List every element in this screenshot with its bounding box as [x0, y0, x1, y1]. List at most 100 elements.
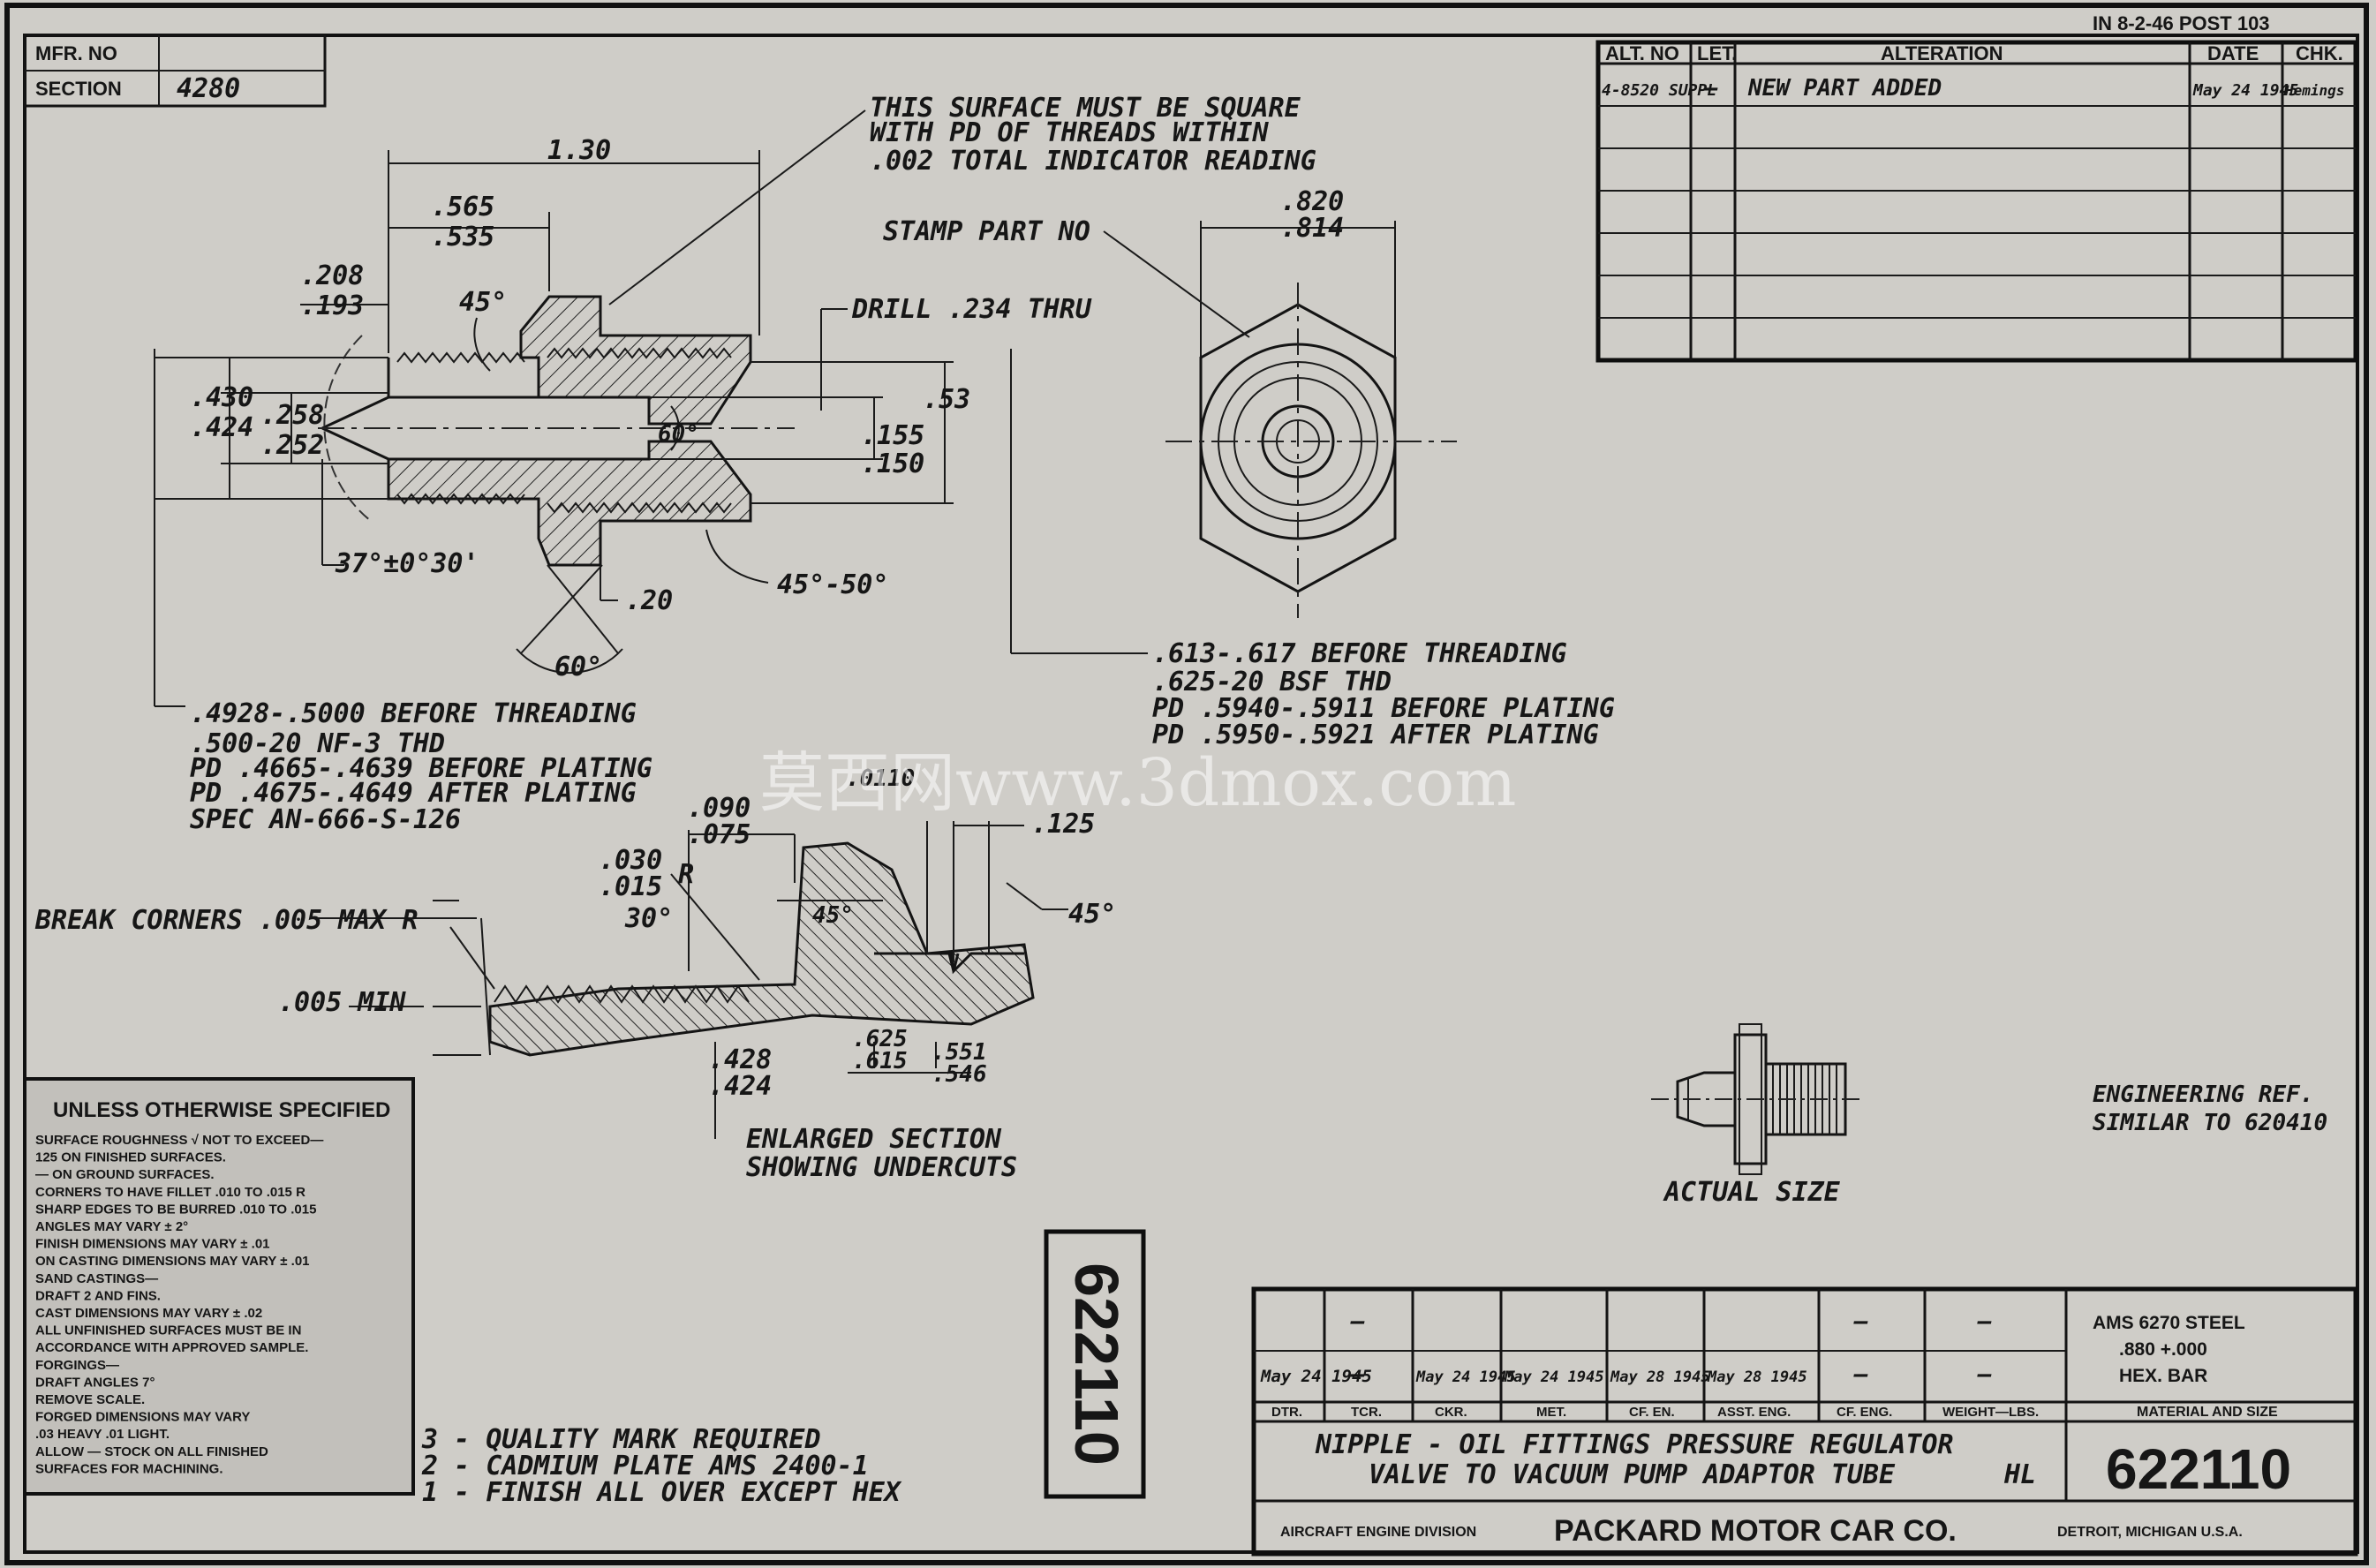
note-min: .005 MIN [278, 987, 406, 1018]
alt-row-alteration: NEW PART ADDED [1747, 75, 1942, 102]
spec-line: FORGINGS— [35, 1358, 119, 1373]
dim-45-right: 45° [1068, 899, 1116, 930]
dim-193: .193 [300, 290, 364, 321]
section-label: SECTION [35, 78, 122, 100]
spec-line: SURFACES FOR MACHINING. [35, 1461, 223, 1476]
side-number-box: 622110 [1044, 1229, 1146, 1499]
dim-090: .090 [687, 793, 751, 824]
role-weight: WEIGHT—LBS. [1942, 1405, 2039, 1420]
dim-60-cone: 60° [658, 421, 699, 448]
dim-258: .258 [260, 400, 324, 431]
dim-615: .615 [852, 1048, 908, 1074]
sig-weight: — [1977, 1361, 1992, 1388]
dim-546: .546 [932, 1061, 987, 1088]
spec-line: ON CASTING DIMENSIONS MAY VARY ± .01 [35, 1254, 310, 1269]
section-lower [387, 440, 752, 567]
role-dtr: DTR. [1271, 1405, 1302, 1420]
dim-53: .53 [923, 384, 970, 415]
alt-row-let: — [1703, 75, 1718, 102]
enlarged-section: .090 .075 .0110 .125 .030 .015 R 30° 45°… [34, 765, 1116, 1183]
alt-header-alteration: ALTERATION [1881, 42, 2003, 64]
mfr-label: MFR. NO [35, 42, 117, 64]
spec-line: REMOVE SCALE. [35, 1392, 145, 1407]
dim-45-50: 45°-50° [777, 569, 888, 600]
dim-551: .551 [932, 1039, 987, 1066]
alteration-table: ALT. NO LET. ALTERATION DATE CHK. 4-8520… [1595, 40, 2358, 363]
spec-line: FORGED DIMENSIONS MAY VARY [35, 1410, 250, 1425]
sig-ckr: May 24 1945 [1415, 1368, 1516, 1386]
thread-left-1: .4928-.5000 BEFORE THREADING [190, 698, 637, 729]
dim-015: .015 [599, 871, 662, 902]
main-dimensions [154, 109, 1148, 707]
spec-line: ALL UNFINISHED SURFACES MUST BE IN [35, 1323, 301, 1338]
sig-met: May 24 1945 [1504, 1368, 1604, 1386]
spec-line: SAND CASTINGS— [35, 1271, 158, 1286]
note-drill: DRILL .234 THRU [851, 294, 1092, 325]
division: AIRCRAFT ENGINE DIVISION [1280, 1525, 1476, 1540]
dim-814: .814 [1280, 213, 1344, 244]
spec-line: ACCORDANCE WITH APPROVED SAMPLE. [35, 1340, 308, 1355]
spec-line: ALLOW — STOCK ON ALL FINISHED [35, 1444, 268, 1459]
inner-border [23, 34, 2359, 1554]
initials: HL [2003, 1459, 2036, 1490]
dim-155: .155 [861, 420, 924, 451]
hex-end-view: .820 .814 STAMP PART NO [883, 186, 1457, 618]
dim-208: .208 [300, 260, 364, 291]
spec-line: SURFACE ROUGHNESS √ NOT TO EXCEED— [35, 1133, 323, 1148]
dim-60-tip: 60° [554, 652, 602, 682]
note-break-corners: BREAK CORNERS .005 MAX R [34, 905, 418, 936]
nipple-section-view [318, 295, 795, 675]
top-right-stamp: IN 8-2-46 POST 103 [2093, 12, 2270, 34]
dash-cell-2: — [1853, 1308, 1868, 1335]
role-tcr: TCR. [1351, 1405, 1382, 1420]
outer-border [4, 3, 2369, 1565]
note-actual-size: ACTUAL SIZE [1663, 1177, 1841, 1208]
alt-row-date: May 24 1945 [2192, 81, 2298, 100]
dim-1-30: 1.30 [547, 135, 611, 166]
dim-535: .535 [431, 222, 494, 253]
thread-left-2: .500-20 NF-3 THD [190, 728, 445, 759]
thread-right-3: PD .5940-.5911 BEFORE PLATING [1152, 693, 1615, 724]
dim-430: .430 [190, 382, 253, 413]
spec-line: CORNERS TO HAVE FILLET .010 TO .015 R [35, 1185, 305, 1200]
dim-45-chamfer: 45° [459, 287, 507, 318]
role-ckr: CKR. [1435, 1405, 1467, 1420]
role-met: MET. [1536, 1405, 1566, 1420]
sig-tcr: — [1350, 1361, 1365, 1388]
spec-line: DRAFT 2 AND FINS. [35, 1288, 161, 1303]
dim-625: .625 [852, 1026, 908, 1052]
spec-line: CAST DIMENSIONS MAY VARY ± .02 [35, 1306, 262, 1321]
note-square-1: THIS SURFACE MUST BE SQUARE [870, 93, 1301, 124]
thread-right-4: PD .5950-.5921 AFTER PLATING [1152, 720, 1599, 750]
dim-075: .075 [687, 819, 751, 850]
eng-ref-1: ENGINEERING REF. [2093, 1082, 2313, 1108]
dim-252: .252 [260, 430, 324, 461]
alt-header-no: ALT. NO [1605, 42, 1679, 64]
alt-header-date: DATE [2207, 42, 2259, 64]
alt-header-chk: CHK. [2296, 42, 2343, 64]
main-view-labels: 1.30 .565 .535 .208 .193 45° .430 .424 .… [190, 93, 1615, 835]
note-enlarged-1: ENLARGED SECTION [746, 1124, 1002, 1155]
spec-line: ANGLES MAY VARY ± 2° [35, 1219, 188, 1234]
note-square-3: .002 TOTAL INDICATOR READING [870, 146, 1316, 177]
side-part-number: 622110 [1062, 1263, 1131, 1466]
dim-30-deg: 30° [624, 903, 673, 934]
spec-line: SHARP EDGES TO BE BURRED .010 TO .015 [35, 1202, 316, 1217]
actual-size-view: ACTUAL SIZE [1651, 1023, 1863, 1208]
material-1: AMS 6270 STEEL [2093, 1313, 2245, 1333]
thread-right-2: .625-20 BSF THD [1152, 667, 1392, 697]
thread-left-5: SPEC AN-666-S-126 [190, 804, 461, 835]
note-square-2: WITH PD OF THREADS WITHIN [870, 117, 1269, 148]
dim-0110: .0110 [846, 765, 915, 792]
part-number: 622110 [2106, 1437, 2291, 1501]
dim-820: .820 [1280, 186, 1344, 217]
spec-line: .03 HEAVY .01 LIGHT. [35, 1427, 170, 1442]
section-upper [387, 295, 752, 426]
sig-dtr: May 24 1945 [1260, 1367, 1372, 1386]
dim-20: .20 [625, 585, 673, 616]
finish-note-2: 2 - CADMIUM PLATE AMS 2400-1 [421, 1451, 869, 1481]
role-cf-eng: CF. ENG. [1837, 1405, 1892, 1420]
dim-r: R [678, 859, 694, 890]
material-label: MATERIAL AND SIZE [2137, 1405, 2278, 1420]
